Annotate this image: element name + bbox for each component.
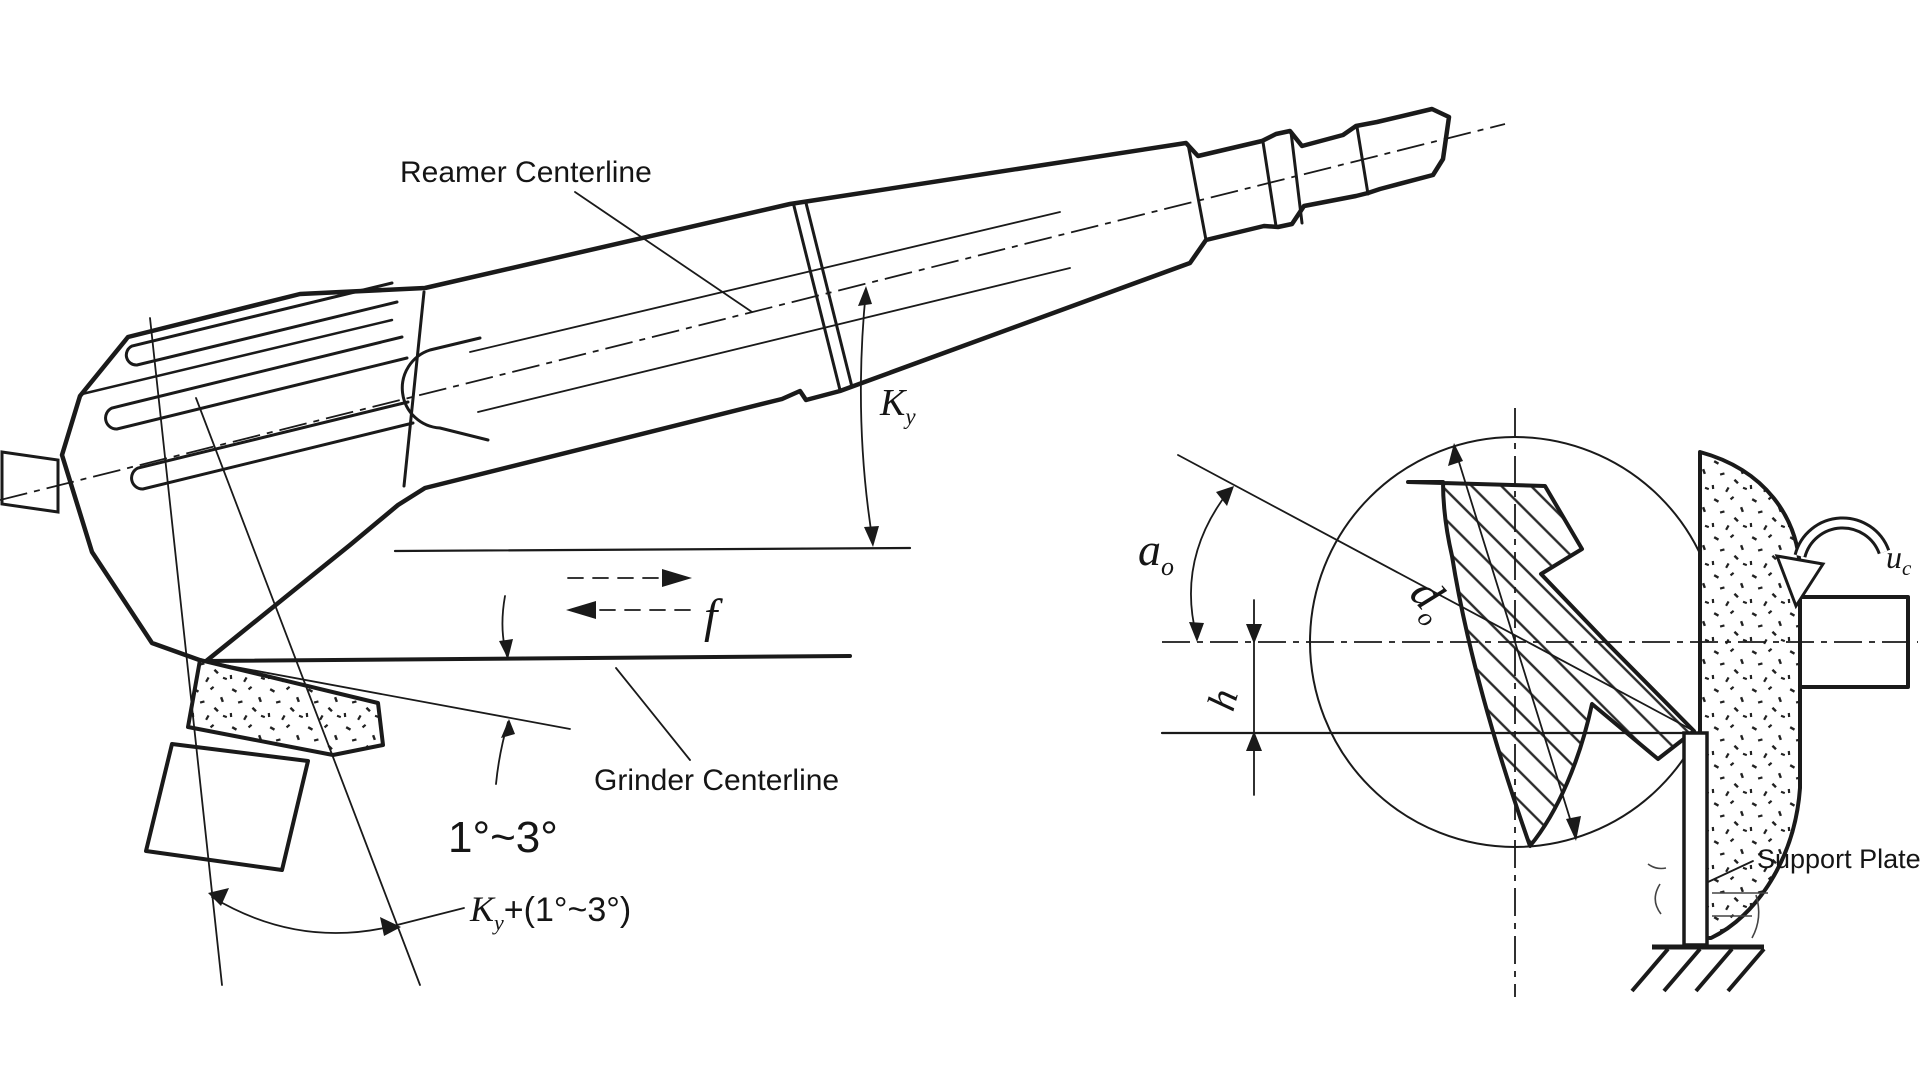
- support-plate: [1682, 731, 1709, 947]
- h-label: h: [1198, 684, 1247, 715]
- reamer-body-outline: [59, 106, 1452, 665]
- grinder-spindle-block: [144, 742, 310, 872]
- reamer-centerline-leader: [574, 191, 753, 313]
- grinding-wheel-left-texture: [188, 660, 383, 755]
- grinder-centerline-leader: [615, 667, 691, 761]
- rake-plane-line: [1177, 454, 1695, 732]
- ground-symbol: [1630, 944, 1766, 993]
- right-diagram-end-view: ao do h uc Support Plate: [1138, 408, 1920, 997]
- feed-label: f: [704, 590, 723, 643]
- grinding-wheel-left-outline: [186, 658, 385, 757]
- wheel-rotation-arrow: [1774, 516, 1891, 610]
- grinding-wheel-right-outline: [1698, 450, 1802, 940]
- tooth-section-hatch: [1408, 482, 1694, 846]
- reamer-u-flute: [400, 336, 490, 442]
- tilt-angle-label: 1°~3°: [448, 813, 558, 862]
- reamer-section-lines: [80, 125, 1370, 488]
- reamer-flute-slots: [104, 281, 490, 491]
- ao-label: ao: [1138, 524, 1174, 581]
- reamer-neck-flute-lines: [469, 211, 1071, 413]
- ky-dimension: [858, 286, 879, 547]
- left-diagram-reamer-side-view: Reamer Centerline Grinder Centerline Ky …: [0, 106, 1506, 986]
- wheel-tilt-line: [202, 660, 571, 730]
- reamer-pilot-tip: [0, 450, 60, 514]
- grinder-centerline-label: Grinder Centerline: [594, 764, 839, 797]
- combined-angle-label: Ky+(1°~3°): [469, 889, 631, 935]
- combined-angle-dimension: [208, 888, 465, 936]
- feed-arrows: [566, 569, 692, 619]
- ky-reference-line: [393, 546, 912, 553]
- grinder-centerline-line: [201, 654, 852, 663]
- angle-construction-lines: [149, 317, 421, 986]
- clamp-sketch-lines: [1647, 863, 1768, 939]
- h-dimension: [1246, 599, 1262, 796]
- tilt-angle-dimension: [495, 595, 515, 785]
- uc-label: uc: [1886, 539, 1912, 580]
- reamer-centerline-label: Reamer Centerline: [400, 156, 652, 189]
- support-plate-label: Support Plate: [1757, 844, 1920, 874]
- ky-label: Ky: [879, 382, 916, 429]
- grinding-wheel-right-texture: [1700, 452, 1800, 938]
- ao-dimension: [1189, 486, 1234, 642]
- support-plate-leader: [1707, 860, 1754, 883]
- tooth-section-outline: [1406, 480, 1696, 848]
